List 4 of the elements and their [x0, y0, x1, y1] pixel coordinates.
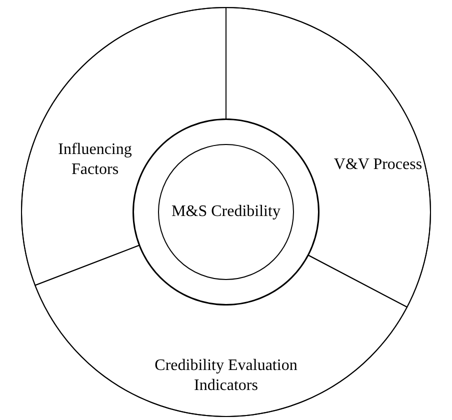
sector-label: V&V Process	[333, 155, 423, 175]
center-label: M&S Credibility	[170, 202, 282, 222]
sector-label: Influencing Factors	[57, 140, 133, 180]
sector-label: Credibility Evaluation Indicators	[154, 356, 298, 396]
